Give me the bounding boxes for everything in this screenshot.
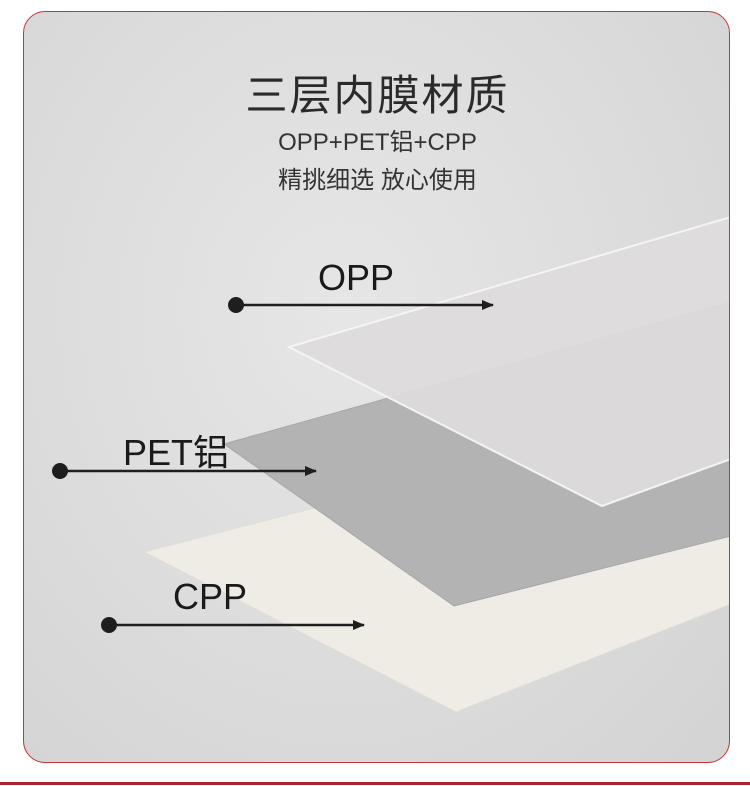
- page-title: 三层内膜材质: [245, 72, 510, 119]
- tagline: 精挑细选 放心使用: [278, 167, 477, 194]
- label-cpp: CPP: [173, 576, 248, 617]
- label-opp: OPP: [318, 257, 395, 298]
- label-pet-aluminum: PET铝: [123, 432, 230, 473]
- material-formula: OPP+PET铝+CPP: [278, 129, 477, 156]
- bottom-divider: [0, 782, 750, 785]
- content-panel: 三层内膜材质 OPP+PET铝+CPP 精挑细选 放心使用 OPP PET铝 C…: [23, 11, 730, 763]
- layer-diagram: [52, 216, 729, 713]
- opp-sheet: [286, 216, 729, 508]
